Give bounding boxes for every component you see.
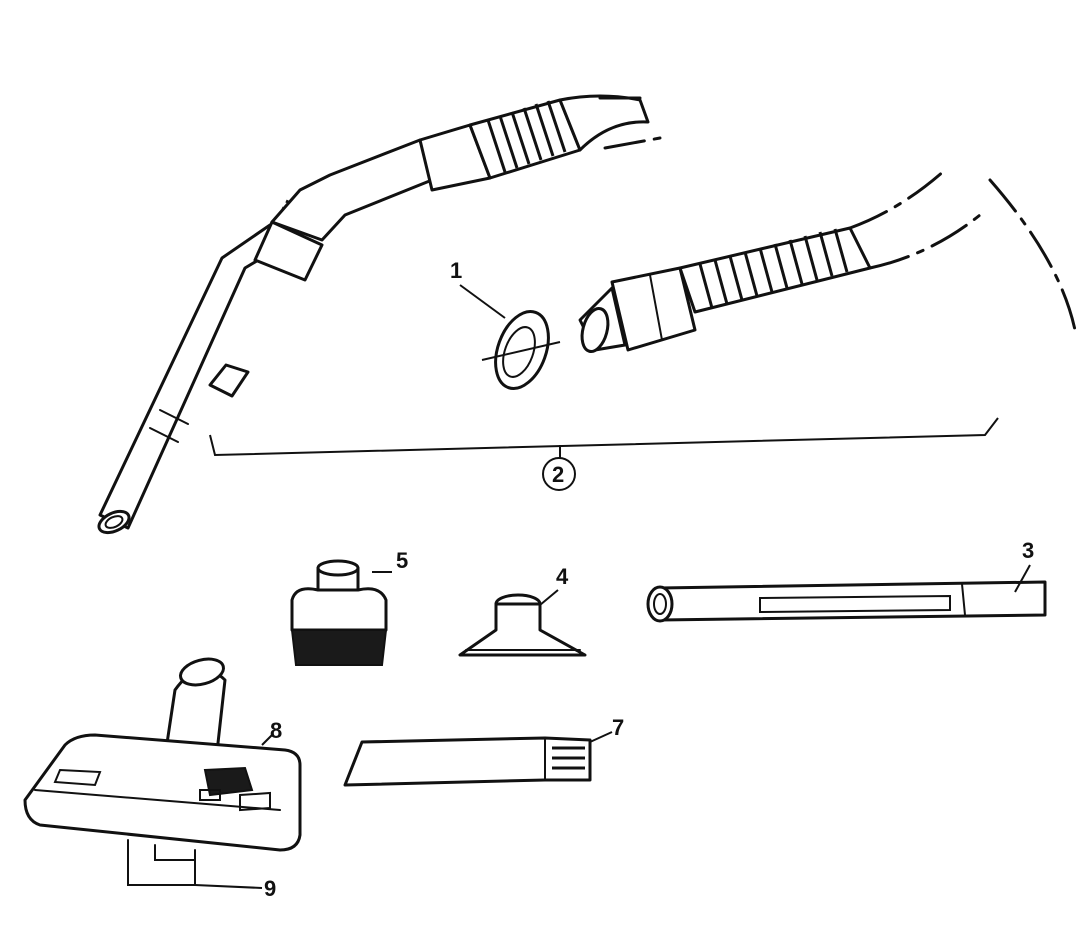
- callout-8: 8: [270, 718, 282, 743]
- crevice-tool-part: [343, 731, 613, 787]
- hose-ring-part: [459, 284, 561, 390]
- upholstery-tool-part: [458, 589, 587, 657]
- hose-assembly-bracket: [209, 417, 999, 491]
- hose-swivel-end: [578, 168, 1077, 353]
- dusting-brush-part: [290, 559, 392, 666]
- floor-nozzle-part: [23, 657, 302, 889]
- callout-2: 2: [552, 462, 564, 487]
- callout-4: 4: [556, 564, 569, 589]
- callout-9: 9: [264, 876, 276, 901]
- extension-wand-part: [646, 564, 1047, 623]
- wand-handle-assembly: [97, 94, 662, 535]
- callout-1: 1: [450, 258, 462, 283]
- callout-2-circle: [542, 457, 576, 491]
- callout-3: 3: [1022, 538, 1034, 563]
- callout-7: 7: [612, 715, 624, 740]
- callout-5: 5: [396, 548, 408, 573]
